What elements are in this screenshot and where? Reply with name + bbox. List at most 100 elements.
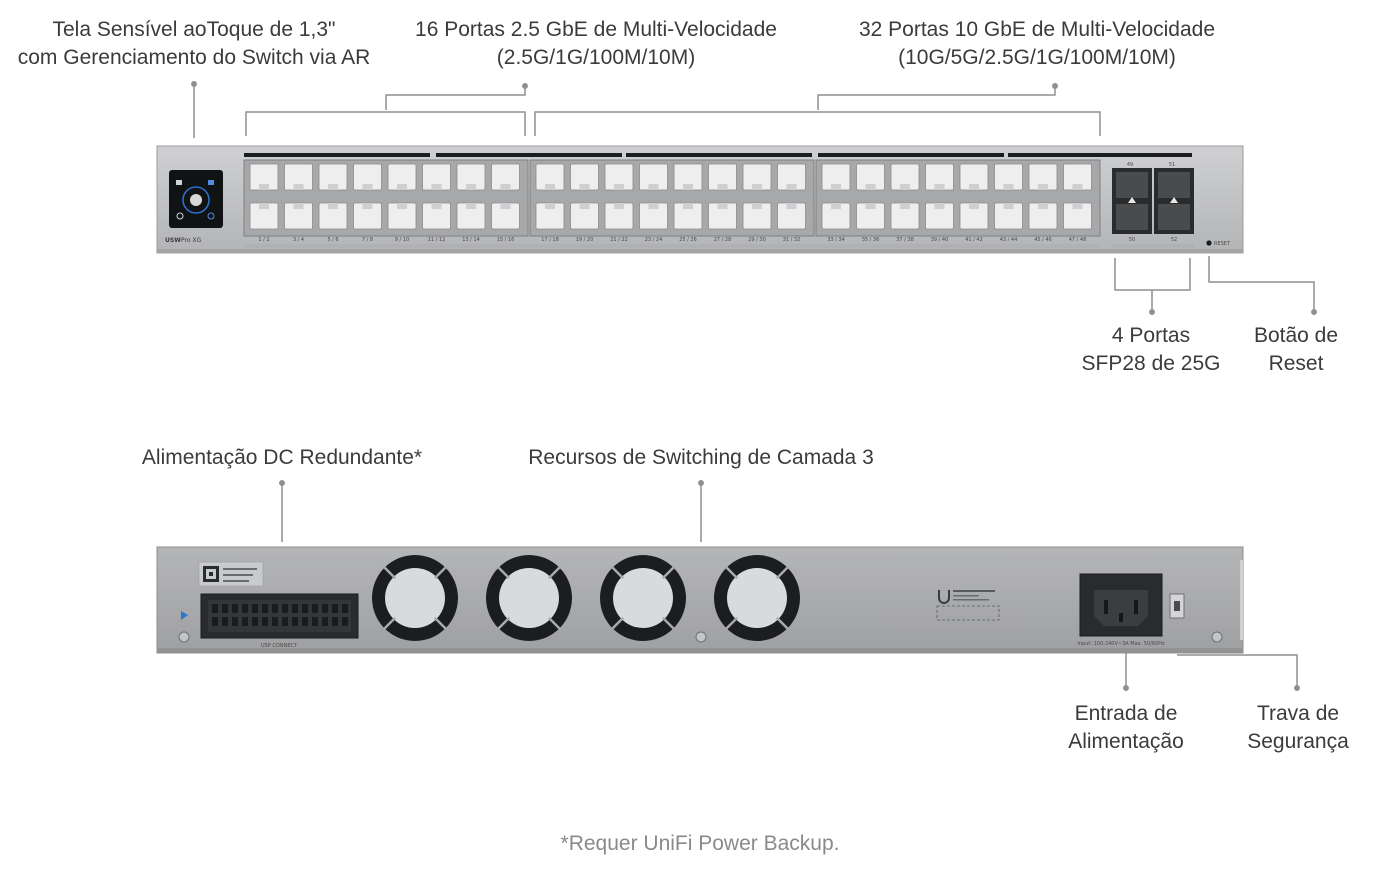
dc-connector-pin bbox=[262, 617, 268, 626]
port-pair-label: 3 / 4 bbox=[293, 237, 304, 243]
sfp28-label: 4 Portas SFP28 de 25G bbox=[1066, 322, 1236, 378]
dc-connector-pin bbox=[312, 617, 318, 626]
dc-connector-pin bbox=[302, 604, 308, 613]
reset-label-line2: Reset bbox=[1268, 352, 1324, 375]
model-name: Pro XG bbox=[181, 237, 202, 244]
dc-connector-pin bbox=[212, 617, 218, 626]
rj45-latch bbox=[362, 203, 373, 209]
port-pair-label: 19 / 20 bbox=[576, 237, 594, 243]
port-pair-label: 27 / 28 bbox=[714, 237, 732, 243]
front-leader-lines bbox=[191, 81, 1317, 315]
port-pair-label: 31 / 32 bbox=[783, 237, 801, 243]
port-pair-label: 29 / 30 bbox=[748, 237, 766, 243]
layer3-label: Recursos de Switching de Camada 3 bbox=[528, 446, 874, 469]
rj45-latch bbox=[579, 203, 590, 209]
rj45-latch bbox=[397, 203, 407, 209]
reset-label: Botão de Reset bbox=[1236, 322, 1356, 378]
port-pair-label: 7 / 8 bbox=[362, 237, 373, 243]
rj45-latch bbox=[752, 203, 762, 209]
dc-connector-pin bbox=[242, 617, 248, 626]
rj45-latch bbox=[1003, 203, 1014, 209]
rj45-latch bbox=[500, 184, 511, 190]
dc-connector-pin bbox=[282, 604, 288, 613]
dc-connector-pin bbox=[312, 604, 318, 613]
sfp28-label-line2: SFP28 de 25G bbox=[1081, 352, 1221, 375]
port-pair-label: 17 / 18 bbox=[541, 237, 559, 243]
rj45-latch bbox=[717, 203, 728, 209]
port-pair-label: 35 / 36 bbox=[862, 237, 880, 243]
dc-connector-pin bbox=[272, 617, 278, 626]
dc-connector-pin bbox=[342, 604, 348, 613]
rj45-latch bbox=[900, 184, 910, 190]
fan-grille-strut bbox=[725, 616, 739, 630]
sfp-label-49: 49 bbox=[1127, 162, 1133, 168]
ports-25g-label-line2: (2.5G/1G/100M/10M) bbox=[496, 46, 696, 69]
rj45-latch bbox=[831, 203, 841, 209]
port-pair-label: 21 / 22 bbox=[610, 237, 628, 243]
rj45-latch bbox=[934, 184, 945, 190]
fan-grille-strut bbox=[775, 566, 789, 580]
port-pair-label: 33 / 34 bbox=[827, 237, 845, 243]
rj45-port-grid bbox=[249, 163, 1092, 230]
sfp-port-51[interactable] bbox=[1158, 172, 1190, 198]
dc-connector-pin bbox=[272, 604, 278, 613]
regulatory-label-block bbox=[936, 590, 1000, 621]
sfp-label-52: 52 bbox=[1171, 237, 1177, 243]
port-pair-label: 23 / 24 bbox=[645, 237, 663, 243]
screw-icon bbox=[178, 631, 190, 643]
ports-10g-label-line2: (10G/5G/2.5G/1G/100M/10M) bbox=[898, 46, 1176, 69]
dc-power-connector[interactable] bbox=[200, 593, 359, 639]
port-pair-label: 13 / 14 bbox=[462, 237, 480, 243]
rj45-latch bbox=[969, 203, 979, 209]
fan-grille-strut bbox=[433, 566, 447, 580]
touchscreen-display[interactable] bbox=[169, 170, 223, 228]
ports-10g-label: 32 Portas 10 GbE de Multi-Velocidade (10… bbox=[836, 16, 1238, 72]
dc-power-label: Alimentação DC Redundante* bbox=[141, 446, 423, 469]
dc-connector-pin bbox=[252, 604, 258, 613]
rj45-latch bbox=[969, 184, 979, 190]
lock-label: Trava de Segurança bbox=[1228, 700, 1368, 756]
port-pair-label: 47 / 48 bbox=[1069, 237, 1087, 243]
sfp28-label-line1: 4 Portas bbox=[1111, 324, 1191, 347]
sfp-port-52[interactable] bbox=[1158, 204, 1190, 230]
power-input-label-line1: Entrada de bbox=[1074, 702, 1178, 725]
dc-connector-pin bbox=[302, 617, 308, 626]
fan-grille-strut bbox=[383, 616, 397, 630]
rj45-latch bbox=[934, 203, 945, 209]
rj45-latch bbox=[545, 203, 555, 209]
fan-grille-strut bbox=[547, 616, 561, 630]
model-brand: USW bbox=[165, 237, 181, 244]
power-input-label-line2: Alimentação bbox=[1068, 730, 1184, 753]
dc-connector-pin bbox=[232, 604, 238, 613]
sfp-port-49[interactable] bbox=[1116, 172, 1148, 198]
dc-connector-pin bbox=[262, 604, 268, 613]
sfp-port-50[interactable] bbox=[1116, 204, 1148, 230]
port-pair-label: 11 / 12 bbox=[428, 237, 446, 243]
ports-25g-label-line1: 16 Portas 2.5 GbE de Multi-Velocidade bbox=[415, 18, 777, 41]
rj45-latch bbox=[293, 203, 304, 209]
fan-grille-strut bbox=[547, 566, 561, 580]
rj45-latch bbox=[328, 184, 338, 190]
fan-hub bbox=[727, 568, 787, 628]
rj45-latch bbox=[683, 203, 693, 209]
dc-connector-pin bbox=[222, 604, 228, 613]
rj45-latch bbox=[865, 184, 876, 190]
rj45-latch bbox=[259, 203, 269, 209]
rj45-latch bbox=[1038, 184, 1048, 190]
port-pair-label: 39 / 40 bbox=[931, 237, 949, 243]
dc-connector-pin bbox=[342, 617, 348, 626]
fan-grille-strut bbox=[611, 566, 625, 580]
reset-button[interactable] bbox=[1206, 240, 1212, 246]
dc-connector-pin bbox=[242, 604, 248, 613]
switch-rear-panel: USP CONNECT Input: 100-240V~3A Max. 50/6… bbox=[156, 546, 1244, 654]
rj45-latch bbox=[466, 184, 476, 190]
port-pair-label: 5 / 6 bbox=[327, 237, 338, 243]
rj45-latch bbox=[717, 184, 728, 190]
dc-connector-pin bbox=[292, 604, 298, 613]
port-pair-label: 1 / 2 bbox=[258, 237, 269, 243]
ac-power-inlet[interactable] bbox=[1079, 573, 1163, 637]
rj45-latch bbox=[579, 184, 590, 190]
rj45-latch bbox=[545, 184, 555, 190]
